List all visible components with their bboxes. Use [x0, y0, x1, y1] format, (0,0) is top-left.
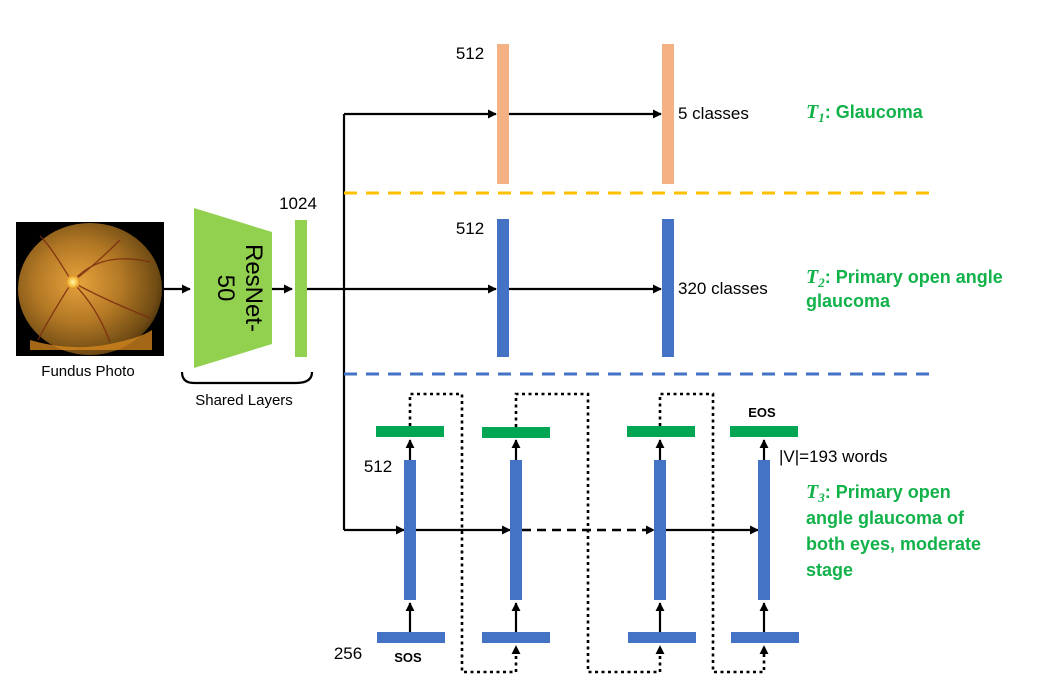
- task1-title: T1: Glaucoma: [806, 101, 924, 125]
- shared-layers-brace: [180, 371, 314, 385]
- task1-hidden-dim: 512: [456, 44, 484, 63]
- task2-output-label: 320 classes: [678, 279, 768, 298]
- decoder-step-2: [482, 427, 550, 643]
- task1-output-label: 5 classes: [678, 104, 749, 123]
- step1-embed-bar: [377, 632, 445, 643]
- task2-branch: 512 320 classes: [344, 219, 768, 357]
- task2-output-bar: [662, 219, 674, 357]
- sos-token-label: SOS: [394, 650, 422, 665]
- task3-embed-dim: 256: [334, 644, 362, 663]
- optic-disc: [66, 275, 80, 289]
- decoder-step-3: [627, 426, 696, 643]
- task2-title-line2: glaucoma: [806, 291, 891, 311]
- task3-title-line1: T3: Primary open: [806, 481, 951, 505]
- task1-output-bar: [662, 44, 674, 184]
- decoder-step-4: [730, 426, 799, 643]
- resnet-label-line2: 50: [212, 275, 239, 302]
- shared-feature-bar: [295, 220, 307, 357]
- vocab-size-label: |V|=193 words: [779, 447, 888, 466]
- task3-title-line3: both eyes, moderate: [806, 534, 981, 554]
- task1-branch: 512 5 classes: [344, 44, 749, 184]
- fundus-photo: [16, 222, 164, 356]
- step4-hidden-bar: [758, 460, 770, 600]
- task1-hidden-bar: [497, 44, 509, 184]
- feedback-loop-2: [514, 392, 665, 674]
- step3-hidden-bar: [654, 460, 666, 600]
- feedback-loop-1: [408, 392, 521, 674]
- step2-output-bar: [482, 427, 550, 438]
- task2-title-line1: T2: Primary open angle: [806, 266, 1003, 290]
- eos-token-label: EOS: [748, 405, 776, 420]
- shared-layers-label: Shared Layers: [195, 392, 293, 409]
- task2-hidden-bar: [497, 219, 509, 357]
- feature-dim-label: 1024: [279, 194, 317, 213]
- task3-hidden-dim: 512: [364, 457, 392, 476]
- task3-title-line2: angle glaucoma of: [806, 508, 965, 528]
- step4-output-bar: [730, 426, 798, 437]
- task3-title-line4: stage: [806, 560, 853, 580]
- step4-embed-bar: [731, 632, 799, 643]
- resnet-label-line1: ResNet-: [240, 244, 267, 332]
- step2-hidden-bar: [510, 460, 522, 600]
- step3-embed-bar: [628, 632, 696, 643]
- task3-branch: 512 256 SOS EOS |V|=193 words: [334, 392, 888, 674]
- step1-output-bar: [376, 426, 444, 437]
- feedback-loop-3: [658, 392, 769, 674]
- photo-label: Fundus Photo: [41, 363, 134, 380]
- step2-embed-bar: [482, 632, 550, 643]
- decoder-step-1: [376, 426, 445, 643]
- step3-output-bar: [627, 426, 695, 437]
- resnet-block: [194, 208, 272, 368]
- step1-hidden-bar: [404, 460, 416, 600]
- task2-hidden-dim: 512: [456, 219, 484, 238]
